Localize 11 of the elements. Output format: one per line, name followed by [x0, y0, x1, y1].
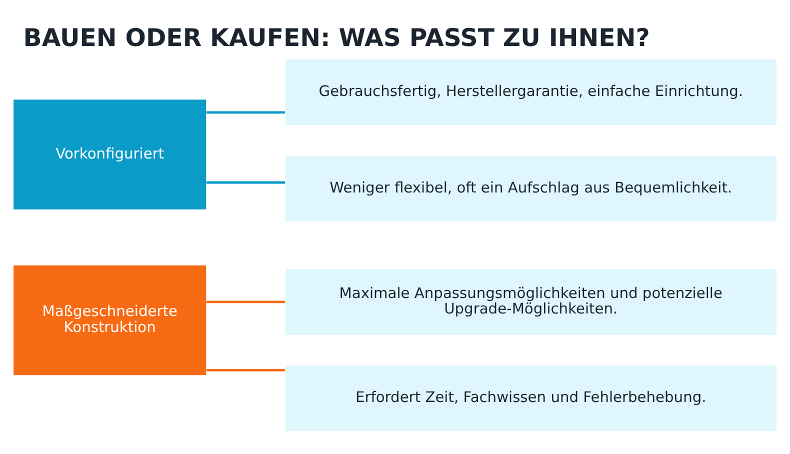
diagram-title: BAUEN ODER KAUFEN: WAS PASST ZU IHNEN?: [23, 23, 650, 52]
node-box: Gebrauchsfertig, Herstellergarantie, einfache Einrichtung.: [285, 59, 776, 126]
connector: [206, 368, 286, 372]
connector: [206, 181, 286, 184]
node-box: Maximale Anpassungsmöglichkeiten und potenzielle Upgrade-Möglichkeiten.: [285, 269, 776, 335]
connector: [206, 111, 286, 114]
node-box: Vorkonfiguriert: [14, 100, 206, 210]
node-box: Weniger flexibel, oft ein Aufschlag aus Bequemlichkeit.: [285, 156, 776, 222]
connector: [206, 300, 286, 304]
node-box: Maßgeschneiderte Konstruktion: [14, 265, 206, 376]
node-box: Erfordert Zeit, Fachwissen und Fehlerbehebung.: [285, 365, 776, 432]
